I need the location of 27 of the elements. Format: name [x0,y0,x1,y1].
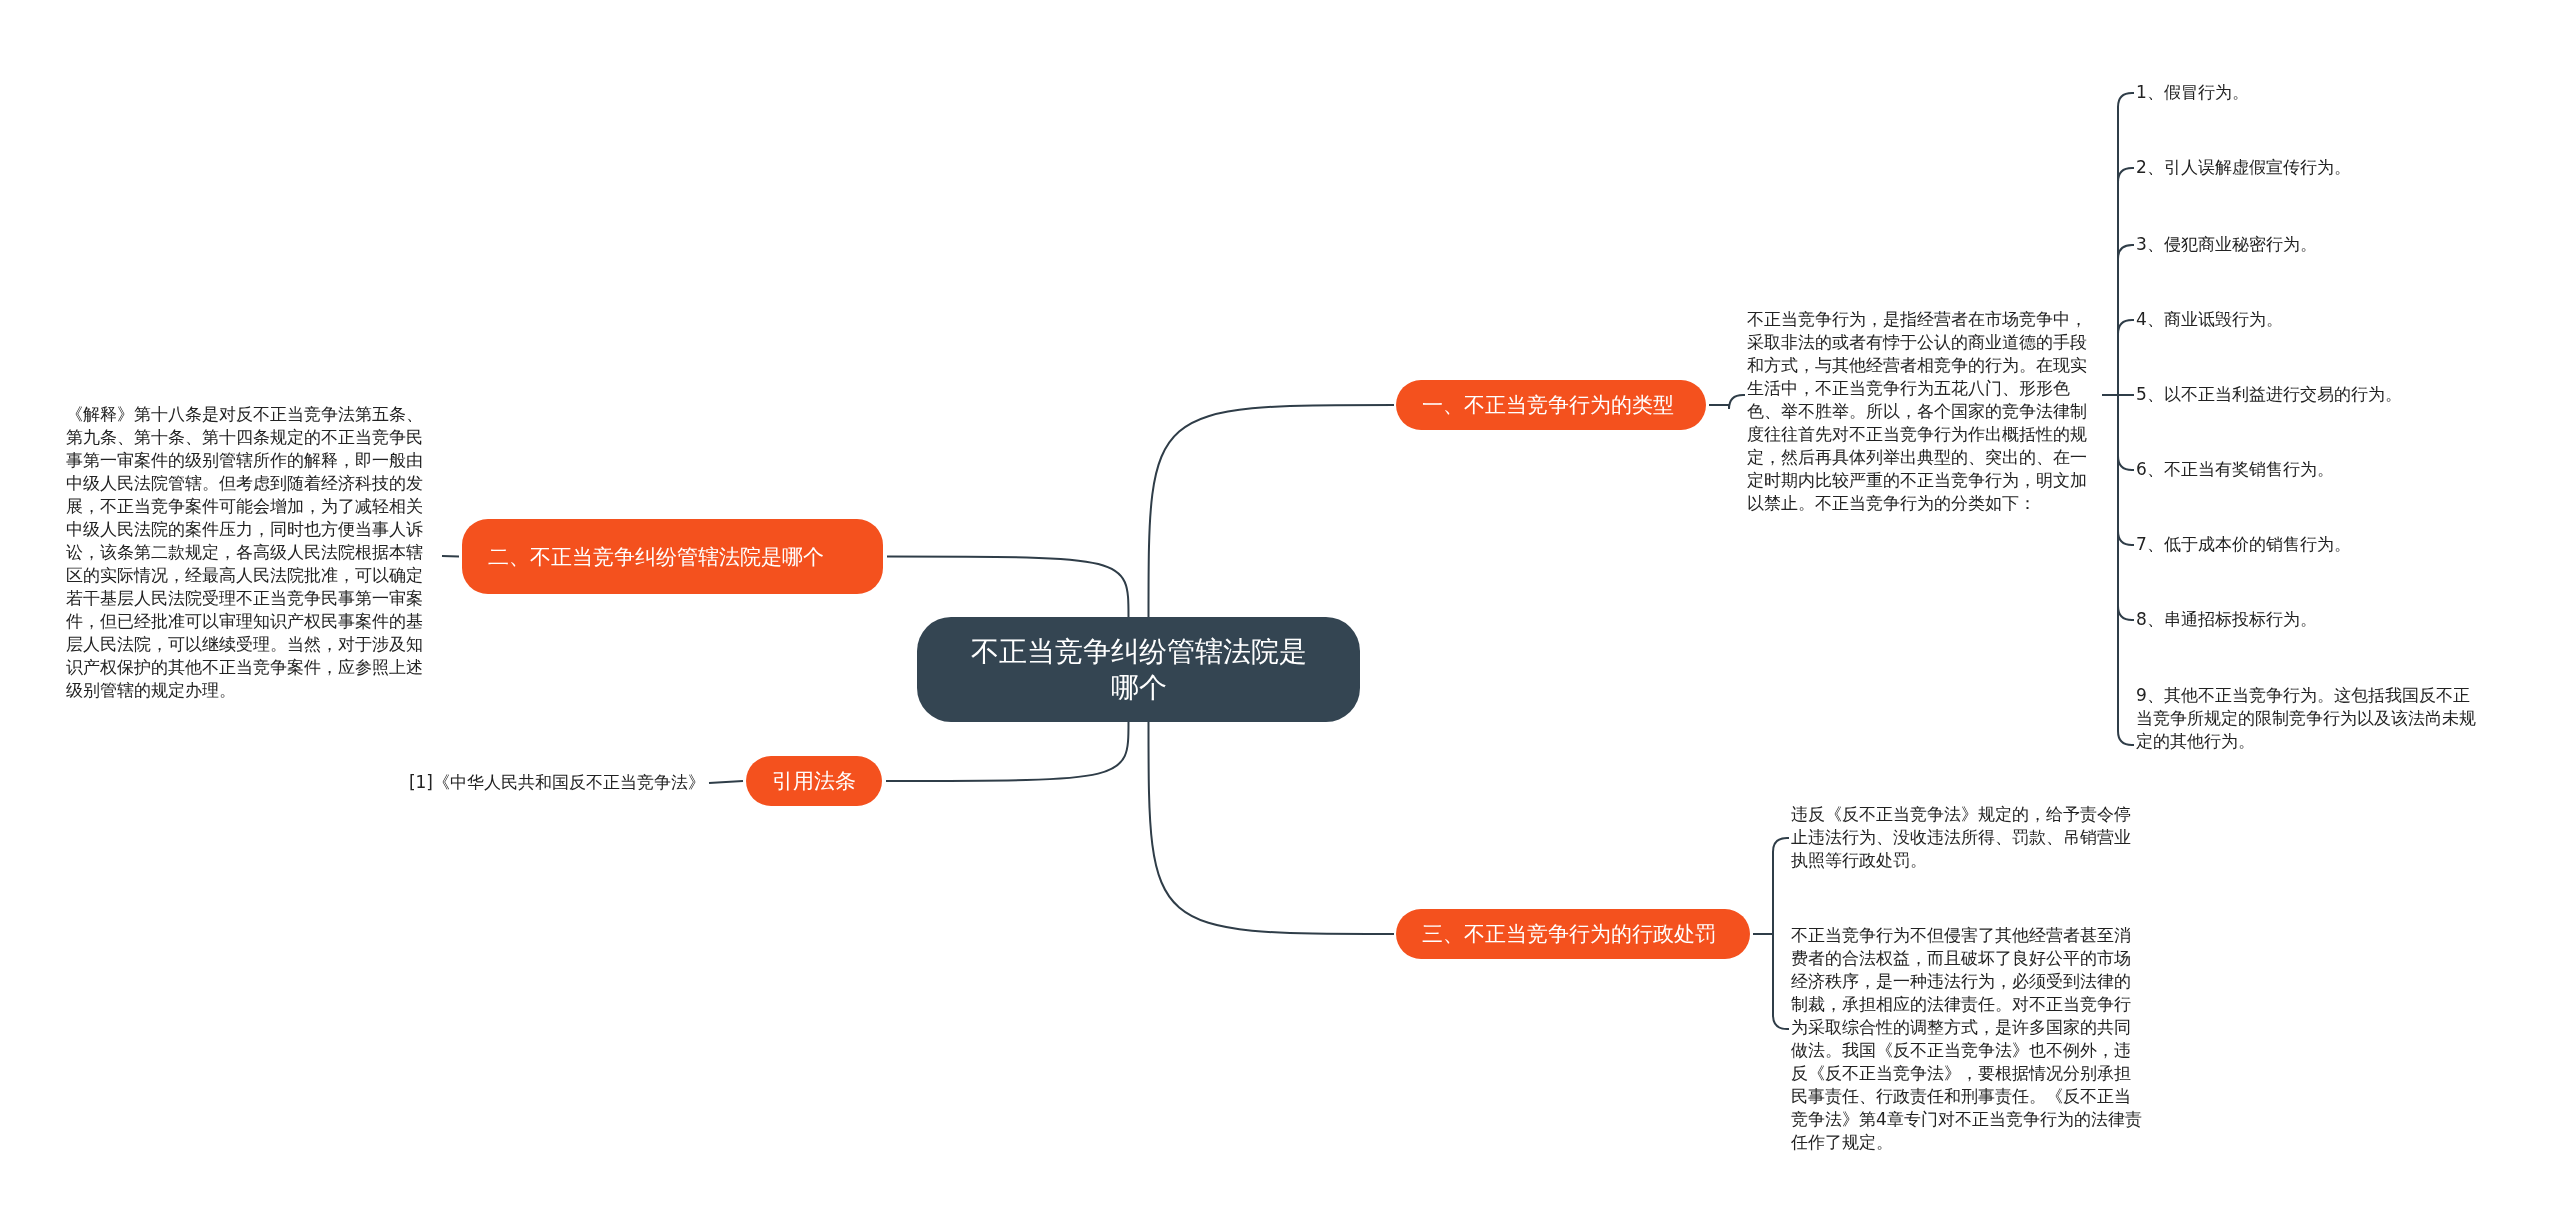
connector-line [2101,394,2135,746]
note-text: 《解释》第十八条是对反不正当竞争法第五条、第九条、第十条、第十四条规定的不正当竞争民事第一审案件的级别管辖所作的解释，即一般由中级人民法院管辖。但考虑到随着经济科技的发展，不正当竞争案件可能会增加，为了减轻相关中级人民法院的案件压力，同时也方便当事人诉讼，该条第二款规定，各高级人民法院根据本辖区的实际情况，经最高人民法院批准，可以确定若干基层人民法院受理不正当竞争民事第一审案件，但已经批准可以审理知识产权民事案件的基层人民法院，可以继续受理。当然，对于涉及知识产权保护的其他不正当竞争案件，应参照上述级别管辖的规定办理。 [66,403,438,702]
note-text: 5、以不正当利益进行交易的行为。 [2136,383,2486,406]
connector-line [441,555,460,558]
note-text: 9、其他不正当竞争行为。这包括我国反不正当竞争所规定的限制竞争行为以及该法尚未规定的其他行为。 [2136,684,2486,753]
note-text: [1]《中华人民共和国反不正当竞争法》 [380,771,705,794]
note-text: 7、低于成本价的销售行为。 [2136,533,2486,556]
note-text: 1、假冒行为。 [2136,81,2486,104]
topic-pill: 引用法条 [746,756,882,806]
connector-line [708,780,744,784]
note-text: 6、不正当有奖销售行为。 [2136,458,2486,481]
note-text: 8、串通招标投标行为。 [2136,608,2486,631]
connector-line [1147,721,1395,935]
central-topic: 不正当竞争纠纷管辖法院是哪个 [917,617,1360,722]
topic-pill: 一、不正当竞争行为的类型 [1396,380,1706,430]
note-text: 3、侵犯商业秘密行为。 [2136,233,2486,256]
note-text: 违反《反不正当竞争法》规定的，给予责令停止违法行为、没收违法所得、罚款、吊销营业执照等行政处罚。 [1791,803,2143,872]
connector-line [886,555,1130,618]
topic-pill: 二、不正当竞争纠纷管辖法院是哪个 [462,519,883,594]
note-text: 2、引人误解虚假宣传行为。 [2136,156,2486,179]
note-text: 不正当竞争行为，是指经营者在市场竞争中，采取非法的或者有悖于公认的商业道德的手段和方式，与其他经营者相竞争的行为。在现实生活中，不正当竞争行为五花八门、形形色色、举不胜举。所以，各个国家的竞争法律制度往往首先对不正当竞争行为作出概括性的规定，然后再具体列举出典型的、突出的、在一定时期内比较严重的不正当竞争行为，明文加以禁止。不正当竞争行为的分类如下： [1747,308,2099,515]
topic-pill: 三、不正当竞争行为的行政处罚 [1396,909,1750,959]
note-text: 4、商业诋毁行为。 [2136,308,2486,331]
note-text: 不正当竞争行为不但侵害了其他经营者甚至消费者的合法权益，而且破坏了良好公平的市场经济秩序，是一种违法行为，必须受到法律的制裁，承担相应的法律责任。对不正当竞争行为采取综合性的调整方式，是许多国家的共同做法。我国《反不正当竞争法》也不例外，违反《反不正当竞争法》，要根据情况分别承担民事责任、行政责任和刑事责任。《反不正当竞争法》第4章专门对不正当竞争行为的法律责任作了规定。 [1791,924,2143,1154]
connector-line [885,721,1130,782]
connector-line [1147,404,1395,618]
connector-line [1708,394,1746,410]
